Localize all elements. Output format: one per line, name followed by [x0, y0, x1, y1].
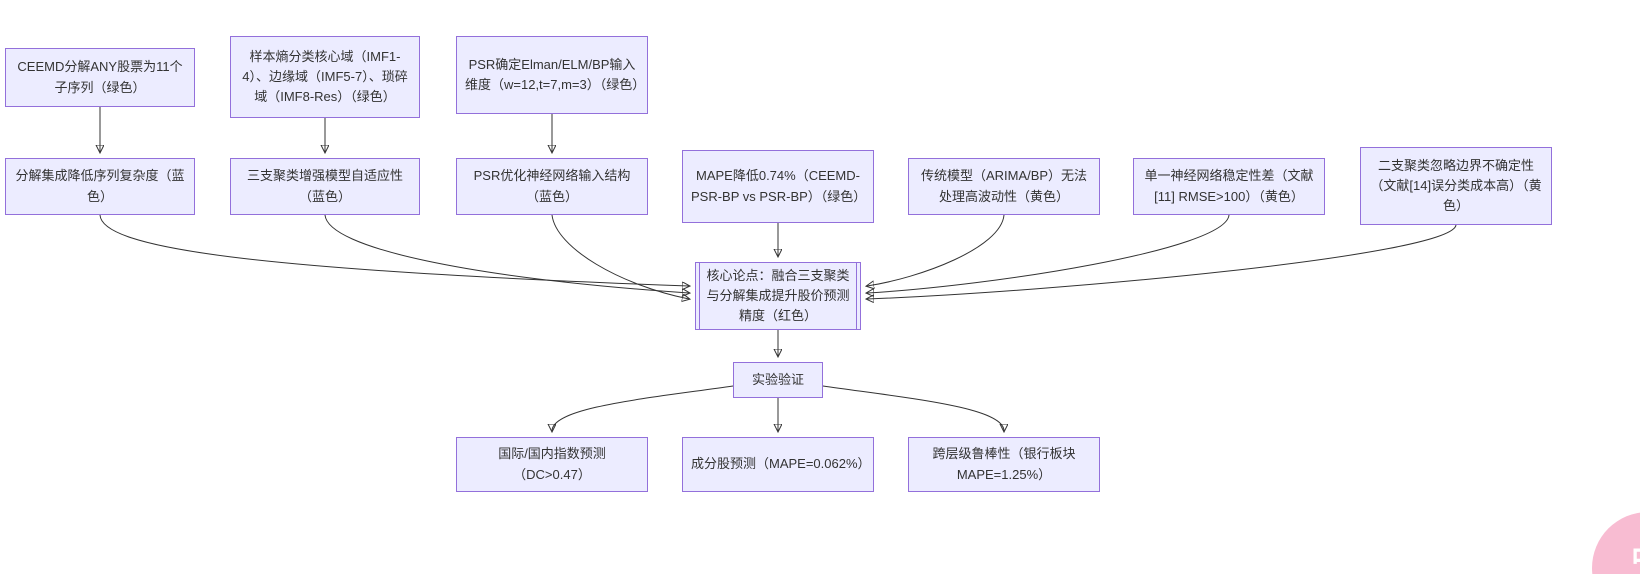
node-two-way-limit: 二支聚类忽略边界不确定性（文献[14]误分类成本高）（黄色） — [1360, 147, 1552, 225]
edge-psrstruct-to-core — [551, 214, 689, 299]
translate-icon: 中A — [1631, 545, 1640, 574]
node-label: 传统模型（ARIMA/BP）无法处理高波动性（黄色） — [920, 168, 1088, 204]
node-psr-structure: PSR优化神经网络输入结构（蓝色） — [456, 158, 648, 215]
node-component-prediction: 成分股预测（MAPE=0.062%） — [682, 437, 874, 492]
edge-singlenn-to-core — [867, 214, 1230, 293]
node-label: PSR确定Elman/ELM/BP输入维度（w=12,t=7,m=3）（绿色） — [465, 56, 646, 92]
node-label: CEEMD分解ANY股票为11个子序列（绿色） — [17, 59, 183, 95]
node-traditional-limit: 传统模型（ARIMA/BP）无法处理高波动性（黄色） — [908, 158, 1100, 215]
node-label: 分解集成降低序列复杂度（蓝色） — [15, 168, 185, 204]
edge-experiment-to-index — [552, 385, 734, 431]
edge-twoway-to-core — [867, 224, 1457, 299]
node-robustness: 跨层级鲁棒性（银行板块MAPE=1.25%） — [908, 437, 1100, 492]
node-label: 成分股预测（MAPE=0.062%） — [691, 456, 871, 472]
edge-complexity-to-core — [99, 214, 689, 286]
node-single-nn-unstable: 单一神经网络稳定性差（文献[11] RMSE>100）（黄色） — [1133, 158, 1325, 215]
node-three-way-adaptive: 三支聚类增强模型自适应性（蓝色） — [230, 158, 420, 215]
node-sample-entropy: 样本熵分类核心域（IMF1-4）、边缘域（IMF5-7）、琐碎域（IMF8-Re… — [230, 36, 420, 118]
node-label: 样本熵分类核心域（IMF1-4）、边缘域（IMF5-7）、琐碎域（IMF8-Re… — [242, 48, 408, 105]
node-label: 跨层级鲁棒性（银行板块MAPE=1.25%） — [932, 446, 1076, 482]
node-label: 实验验证 — [751, 371, 804, 387]
node-label: 单一神经网络稳定性差（文献[11] RMSE>100）（黄色） — [1144, 168, 1314, 204]
node-label: 二支聚类忽略边界不确定性（文献[14]误分类成本高）（黄色） — [1370, 157, 1542, 214]
node-psr-dimension: PSR确定Elman/ELM/BP输入维度（w=12,t=7,m=3）（绿色） — [456, 36, 648, 114]
node-label: PSR优化神经网络输入结构（蓝色） — [473, 168, 631, 204]
node-label: MAPE降低0.74%（CEEMD-PSR-BP vs PSR-BP）（绿色） — [691, 168, 867, 204]
node-decompose-complexity: 分解集成降低序列复杂度（蓝色） — [5, 158, 195, 215]
node-label: 三支聚类增强模型自适应性（蓝色） — [246, 168, 403, 204]
translate-floating-button[interactable]: 中A こ — [1592, 512, 1640, 574]
edge-threeway-to-core — [324, 214, 689, 293]
node-experiment: 实验验证 — [733, 362, 823, 398]
node-ceemd-decompose: CEEMD分解ANY股票为11个子序列（绿色） — [5, 48, 195, 107]
node-mape-improve: MAPE降低0.74%（CEEMD-PSR-BP vs PSR-BP）（绿色） — [682, 150, 874, 223]
node-index-prediction: 国际/国内指数预测（DC>0.47） — [456, 437, 648, 492]
edge-traditional-to-core — [867, 214, 1005, 286]
node-label: 核心论点：融合三支聚类与分解集成提升股价预测精度（红色） — [706, 267, 850, 324]
node-label: 国际/国内指数预测（DC>0.47） — [498, 446, 606, 482]
edge-experiment-to-robust — [822, 385, 1004, 431]
node-core-thesis: 核心论点：融合三支聚类与分解集成提升股价预测精度（红色） — [695, 262, 861, 330]
